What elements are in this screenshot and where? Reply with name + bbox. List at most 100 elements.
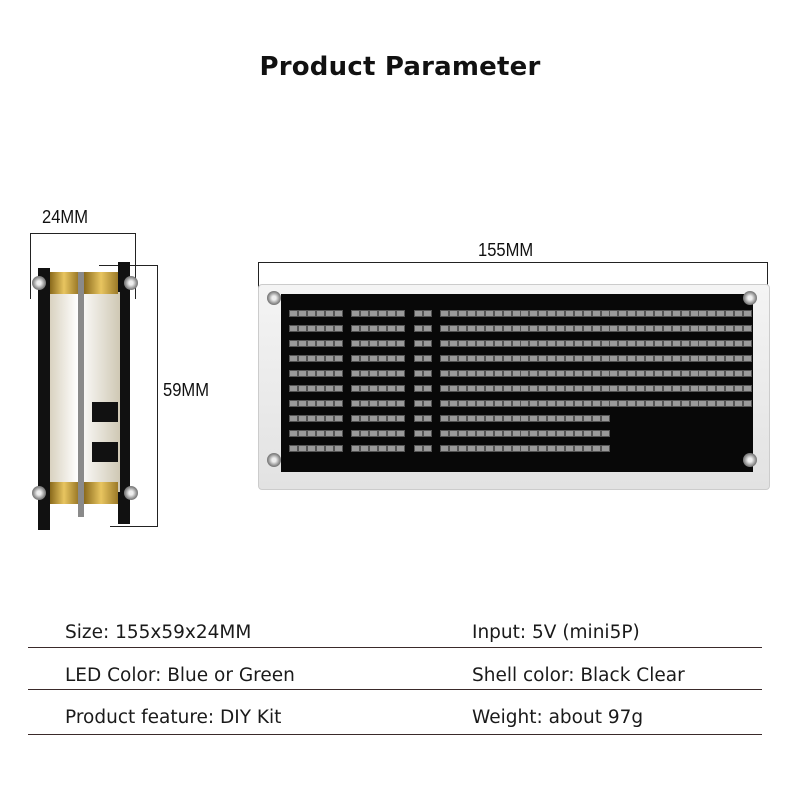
led-pixel (653, 355, 663, 362)
led-pixel (458, 370, 468, 377)
led-pixel (591, 325, 601, 332)
led-pixel (386, 370, 396, 377)
led-pixel (475, 310, 485, 317)
led-pixel (306, 400, 316, 407)
led-pixel (636, 355, 646, 362)
led-pixel (547, 385, 557, 392)
led-pixel (689, 400, 699, 407)
led-pixel (386, 355, 396, 362)
led-pixel (538, 400, 548, 407)
led-pixel (484, 370, 494, 377)
led-pixel (716, 400, 726, 407)
width-dimension-line (258, 262, 768, 263)
led-pixel (333, 340, 343, 347)
led-pixel (458, 385, 468, 392)
led-pixel (591, 415, 601, 422)
led-pixel (484, 400, 494, 407)
led-pixel (315, 370, 325, 377)
led-pixel (511, 340, 521, 347)
screw-icon (267, 291, 281, 305)
led-pixel (582, 310, 592, 317)
led-pixel (297, 310, 307, 317)
led-pixel (449, 355, 459, 362)
led-pixel (458, 445, 468, 452)
led-pixel (725, 340, 735, 347)
led-pixel (475, 340, 485, 347)
led-pixel (698, 325, 708, 332)
led-pixel (538, 355, 548, 362)
led-pixel (529, 355, 539, 362)
screw-icon (743, 453, 757, 467)
led-pixel (600, 340, 610, 347)
led-pixel (289, 445, 298, 452)
led-pixel (564, 355, 574, 362)
led-pixel (529, 445, 539, 452)
led-pixel (467, 385, 476, 392)
led-pixel (360, 325, 370, 332)
led-pixel (395, 355, 405, 362)
led-pixel (520, 415, 530, 422)
led-pixel (369, 325, 379, 332)
led-pixel (511, 400, 521, 407)
led-pixel (333, 430, 343, 437)
led-pixel (449, 400, 459, 407)
led-pixel (653, 400, 663, 407)
depth-tick-left (30, 233, 31, 299)
led-pixel (502, 415, 512, 422)
led-pixel (707, 340, 717, 347)
led-pixel (707, 355, 717, 362)
led-pixel (493, 400, 503, 407)
led-pixel (556, 400, 565, 407)
led-pixel (520, 310, 530, 317)
led-pixel (440, 445, 450, 452)
led-pixel (662, 400, 672, 407)
led-pixel (725, 325, 735, 332)
led-pixel (378, 445, 387, 452)
led-pixel (671, 385, 681, 392)
led-pixel (573, 430, 583, 437)
led-pixel (315, 310, 325, 317)
led-pixel (386, 430, 396, 437)
led-pixel (378, 325, 387, 332)
led-pixel (742, 325, 752, 332)
led-pixel (538, 370, 548, 377)
led-pixel (529, 385, 539, 392)
screw-icon (267, 453, 281, 467)
led-pixel (360, 355, 370, 362)
led-pixel (573, 445, 583, 452)
led-pixel (707, 325, 717, 332)
spec-shell-color: Shell color: Black Clear (472, 665, 685, 686)
led-pixel (315, 415, 325, 422)
led-pixel (680, 340, 690, 347)
led-pixel (458, 310, 468, 317)
led-pixel (484, 325, 494, 332)
led-pixel (333, 415, 343, 422)
led-pixel (493, 325, 503, 332)
led-pixel (582, 415, 592, 422)
led-pixel (609, 325, 619, 332)
led-pixel (529, 340, 539, 347)
divider (28, 734, 762, 735)
led-pixel (422, 430, 432, 437)
led-pixel (502, 370, 512, 377)
led-pixel (440, 340, 450, 347)
led-pixel (395, 430, 405, 437)
led-pixel (502, 430, 512, 437)
led-pixel (386, 325, 396, 332)
led-pixel (547, 325, 557, 332)
led-pixel (467, 370, 476, 377)
led-pixel (493, 430, 503, 437)
led-pixel (502, 340, 512, 347)
led-pixel (680, 370, 690, 377)
led-pixel (556, 415, 565, 422)
led-pixel (378, 370, 387, 377)
led-pixel (662, 340, 672, 347)
led-pixel (511, 415, 521, 422)
led-pixel (324, 325, 334, 332)
led-pixel (449, 385, 459, 392)
led-pixel (386, 340, 396, 347)
led-pixel (538, 310, 548, 317)
led-pixel (378, 400, 387, 407)
led-pixel (413, 445, 423, 452)
